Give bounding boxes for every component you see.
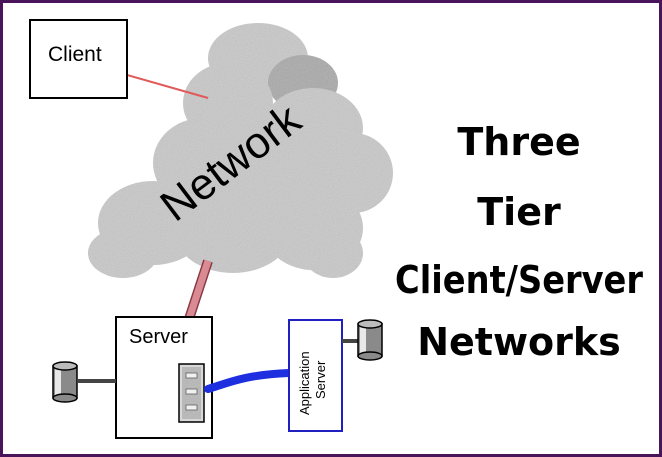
application-server-label-line1: Application xyxy=(297,351,312,415)
client-label: Client xyxy=(48,43,102,66)
server-database-icon xyxy=(52,361,78,403)
network-diagram: Network Client Server Application xyxy=(29,19,643,439)
server-network-link xyxy=(184,259,213,321)
application-server-box xyxy=(288,319,343,432)
application-server-label-line2: Server xyxy=(313,360,328,399)
application-server-label: Application Server xyxy=(297,348,328,415)
network-cloud xyxy=(88,23,393,278)
server-rack-icon xyxy=(178,363,205,423)
client-network-link xyxy=(126,74,209,99)
title-line-3: Client/Server xyxy=(395,258,643,302)
server-label: Server xyxy=(129,326,188,348)
diagram-title: Three Tier Client/Server Networks xyxy=(395,120,643,364)
client-box xyxy=(29,19,128,99)
app-database-icon xyxy=(357,319,383,361)
title-line-2: Tier xyxy=(477,190,561,234)
title-line-4: Networks xyxy=(417,320,621,364)
title-line-1: Three xyxy=(457,120,580,164)
server-app-link xyxy=(204,369,293,393)
